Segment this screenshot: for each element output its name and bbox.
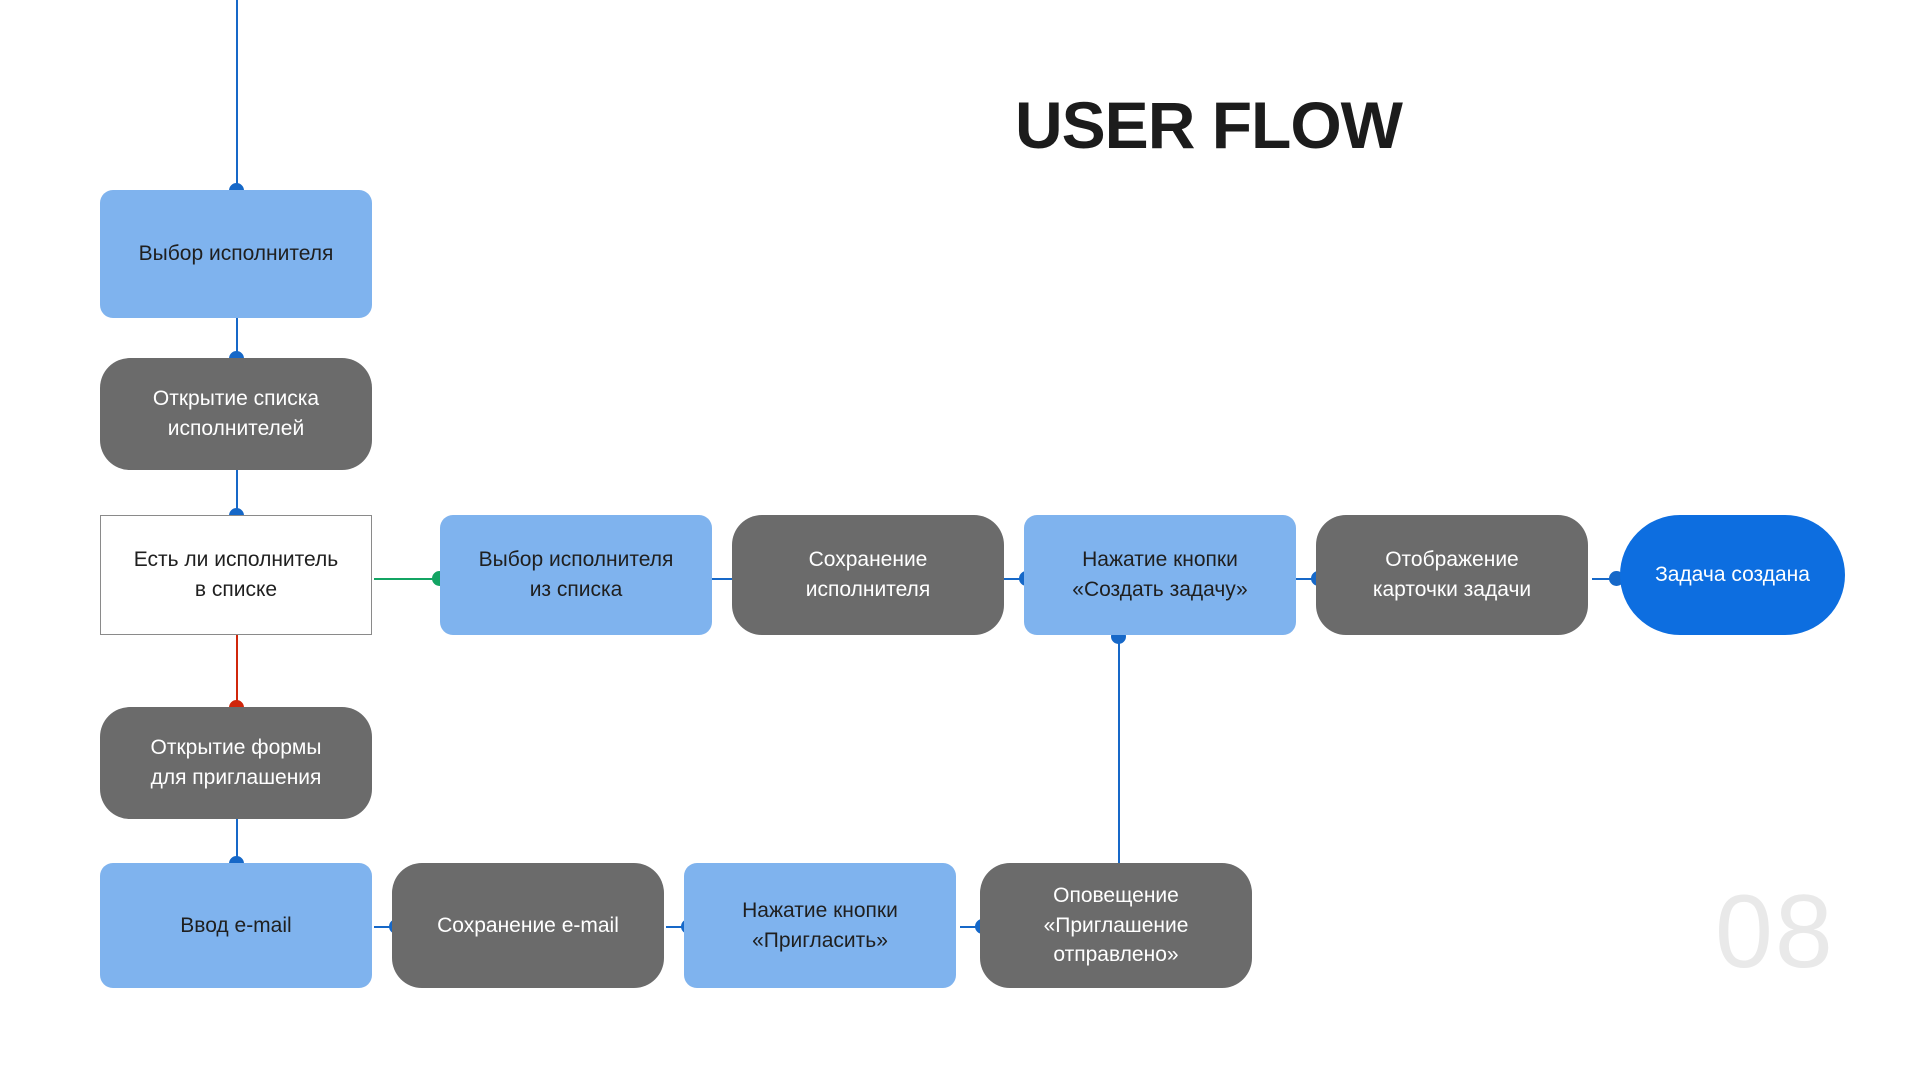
node-label: Выбор исполнителя (138, 242, 334, 266)
node-open-assignee-list[interactable]: Открытие списка исполнителей (100, 358, 372, 470)
edge-open-list-to-decision (236, 470, 238, 515)
edge-press-create-task-to-invite-notice (1118, 636, 1120, 866)
page-title: USER FLOW (1015, 88, 1403, 162)
node-open-invite-form[interactable]: Открытие формы для приглашения (100, 707, 372, 819)
node-task-created[interactable]: Задача создана (1620, 515, 1845, 635)
node-enter-email[interactable]: Ввод e-mail (100, 863, 372, 988)
node-label: Сохранение e-mail (437, 913, 619, 937)
edge-save-email-to-press-invite (666, 926, 688, 928)
edge-decision-no-to-invite-form (236, 635, 238, 707)
edge-press-create-task-to-show-card (1296, 578, 1318, 580)
edge-select-assignee-to-open-list (236, 318, 238, 358)
edge-save-assignee-to-press-create-task (1004, 578, 1026, 580)
node-press-invite[interactable]: Нажатие кнопки «Пригласить» (684, 863, 956, 988)
node-save-email[interactable]: Сохранение e-mail (392, 863, 664, 988)
node-label: Открытие формы для приглашения (150, 736, 322, 789)
edge-entry-to-select-assignee (236, 0, 238, 190)
edge-press-invite-to-invite-notice (960, 926, 982, 928)
node-label: Выбор исполнителя из списка (478, 548, 674, 601)
edge-invite-form-to-enter-email (236, 818, 238, 863)
edge-decision-yes-to-select-from-list (374, 578, 439, 580)
node-label: Сохранение исполнителя (805, 548, 931, 601)
node-label: Нажатие кнопки «Создать задачу» (1072, 548, 1248, 601)
page-number: 08 (1715, 874, 1835, 990)
node-label: Ввод e-mail (180, 913, 292, 937)
node-label: Есть ли исполнитель в списке (133, 548, 339, 601)
node-invite-sent-notice[interactable]: Оповещение «Приглашение отправлено» (980, 863, 1252, 988)
node-assignee-in-list-decision[interactable]: Есть ли исполнитель в списке (100, 515, 372, 635)
node-save-assignee[interactable]: Сохранение исполнителя (732, 515, 1004, 635)
node-show-task-card[interactable]: Отображение карточки задачи (1316, 515, 1588, 635)
node-label: Оповещение «Приглашение отправлено» (1043, 883, 1189, 967)
node-label: Отображение карточки задачи (1372, 548, 1532, 601)
node-label: Нажатие кнопки «Пригласить» (742, 898, 898, 952)
node-label: Задача создана (1655, 563, 1810, 587)
node-label: Открытие списка исполнителей (152, 387, 320, 440)
edge-show-card-to-task-created (1592, 578, 1616, 580)
node-press-create-task[interactable]: Нажатие кнопки «Создать задачу» (1024, 515, 1296, 635)
edge-enter-email-to-save-email (374, 926, 396, 928)
node-select-assignee[interactable]: Выбор исполнителя (100, 190, 372, 318)
node-select-from-list[interactable]: Выбор исполнителя из списка (440, 515, 712, 635)
